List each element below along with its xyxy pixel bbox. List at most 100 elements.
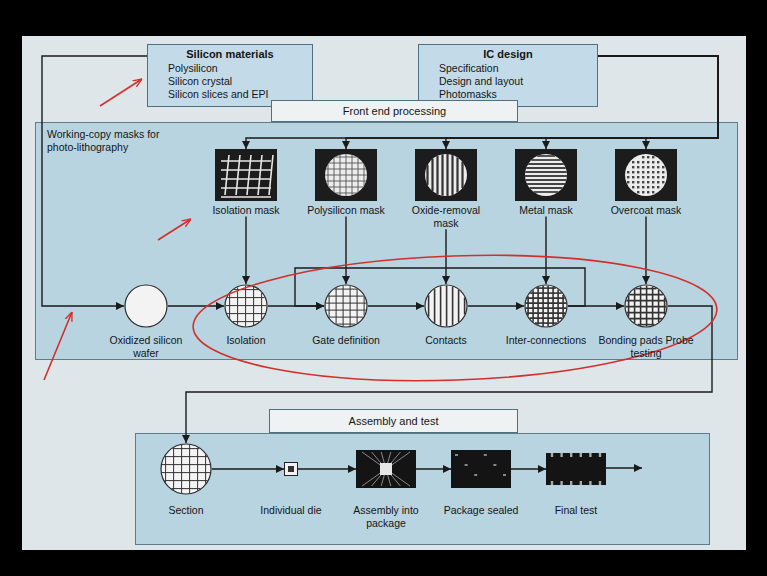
pattern-line bbox=[452, 287, 454, 326]
step-image bbox=[524, 284, 568, 328]
photomask: Overcoat mask bbox=[600, 149, 692, 217]
node-text: Oxide-removal mask bbox=[400, 204, 492, 229]
pattern-line bbox=[638, 324, 655, 326]
pattern-dot bbox=[627, 176, 629, 178]
pattern-line bbox=[245, 286, 246, 327]
pattern-line bbox=[364, 164, 365, 186]
pattern-dot bbox=[662, 181, 664, 183]
pattern-line bbox=[526, 302, 566, 304]
pattern-dot bbox=[642, 176, 644, 178]
slide-background bbox=[22, 36, 746, 550]
package-pin bbox=[589, 453, 591, 457]
pattern-dot bbox=[632, 181, 634, 183]
pattern-line bbox=[534, 191, 559, 193]
flow-arrow bbox=[446, 56, 718, 149]
pattern-line bbox=[197, 448, 198, 491]
pattern-line bbox=[326, 303, 366, 304]
pattern-line bbox=[335, 193, 357, 194]
pattern-line bbox=[434, 289, 436, 323]
chip bbox=[380, 463, 392, 475]
step-image bbox=[160, 443, 212, 495]
pattern-line bbox=[542, 286, 544, 326]
pattern-line bbox=[431, 159, 433, 191]
pattern-line bbox=[221, 178, 271, 180]
panel-tab: Assembly and test bbox=[269, 409, 518, 433]
pattern-line bbox=[436, 156, 438, 194]
pattern-line bbox=[446, 154, 448, 196]
wafer-disc bbox=[625, 285, 667, 327]
step-label: Oxidized silicon wafer bbox=[98, 334, 194, 359]
pattern-line bbox=[364, 297, 365, 316]
pattern-line bbox=[173, 448, 174, 490]
step-label: Inter-connections bbox=[498, 334, 594, 347]
node-text: Specification bbox=[427, 62, 589, 75]
die-core bbox=[288, 466, 294, 472]
panel-tab: Front end processing bbox=[271, 100, 518, 122]
pattern-dot bbox=[637, 181, 639, 183]
pattern-line bbox=[221, 169, 271, 171]
mask-image bbox=[215, 149, 277, 201]
pattern-line bbox=[530, 187, 563, 189]
node-text: Overcoat mask bbox=[600, 204, 692, 217]
pattern-dot bbox=[642, 186, 644, 188]
pattern-line bbox=[221, 187, 271, 189]
pattern-line bbox=[664, 298, 666, 315]
wafer-disc bbox=[525, 285, 567, 327]
pattern-line bbox=[173, 448, 200, 449]
mask-label: Isolation mask bbox=[200, 204, 292, 217]
step-label: Final test bbox=[534, 504, 618, 517]
pattern-line bbox=[528, 163, 564, 165]
package-body bbox=[546, 453, 606, 485]
pattern-dot bbox=[662, 171, 664, 173]
pattern-line bbox=[261, 293, 262, 319]
flow-arrow bbox=[42, 56, 147, 306]
mask-field bbox=[625, 154, 667, 196]
wafer-disc bbox=[125, 285, 167, 327]
step-image bbox=[546, 453, 606, 485]
mask-plate bbox=[315, 149, 377, 201]
step-image bbox=[224, 284, 268, 328]
node-text: Polysilicon mask bbox=[300, 204, 392, 217]
red-arrow bbox=[158, 219, 191, 240]
node-text: Metal mask bbox=[500, 204, 592, 217]
mask-label: Oxide-removal mask bbox=[400, 204, 492, 229]
node-text: Assembly into package bbox=[344, 504, 428, 529]
node-text: Isolation bbox=[198, 334, 294, 347]
source-box: IC designSpecificationDesign and layoutP… bbox=[418, 44, 598, 107]
flow-arrow bbox=[445, 229, 446, 284]
flow-arrow bbox=[212, 468, 284, 469]
pattern-line bbox=[627, 312, 666, 314]
node-text: Individual die bbox=[249, 504, 333, 517]
pattern-line bbox=[464, 298, 466, 315]
pattern-dot bbox=[647, 181, 649, 183]
step-image bbox=[284, 462, 298, 476]
pattern-line bbox=[233, 321, 259, 322]
pattern-dot bbox=[647, 171, 649, 173]
package-pin bbox=[560, 481, 562, 485]
pattern-dot bbox=[657, 186, 659, 188]
pattern-line bbox=[357, 289, 358, 323]
wafer-disc bbox=[225, 285, 267, 327]
flow-arrow bbox=[346, 56, 718, 149]
red-ellipse bbox=[191, 247, 719, 389]
pattern-dot bbox=[637, 166, 639, 168]
pattern-dot bbox=[642, 161, 644, 163]
mask-label: Polysilicon mask bbox=[300, 204, 392, 217]
mask-image bbox=[615, 149, 677, 201]
pattern-line bbox=[525, 175, 567, 177]
pattern-dot bbox=[657, 171, 659, 173]
mask-plate bbox=[515, 149, 577, 201]
pattern-line bbox=[335, 289, 358, 290]
pattern-line bbox=[346, 154, 347, 196]
node-text: Silicon crystal bbox=[156, 75, 304, 88]
pattern-line bbox=[358, 158, 359, 192]
die-body bbox=[285, 463, 298, 476]
pattern-line bbox=[557, 290, 559, 323]
node-text: Silicon materials bbox=[156, 48, 304, 60]
pattern-dot bbox=[652, 186, 654, 188]
package-pin bbox=[570, 453, 572, 457]
pattern-line bbox=[446, 286, 448, 327]
lid-mark bbox=[455, 454, 458, 456]
step-image bbox=[124, 284, 168, 328]
